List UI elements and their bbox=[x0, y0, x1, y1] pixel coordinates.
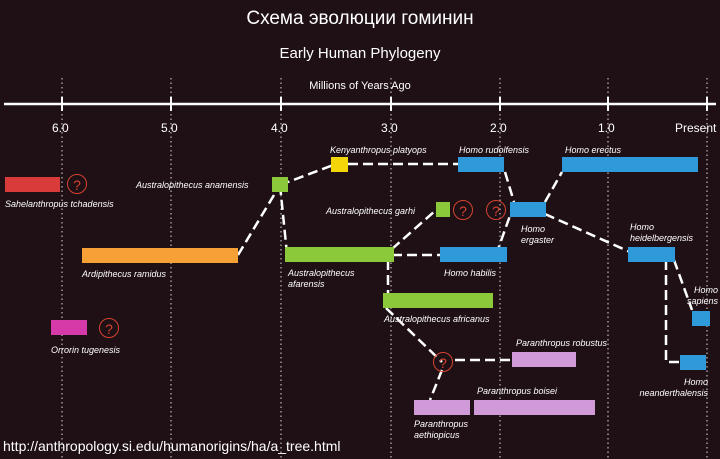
link-rudolfensis-ergaster bbox=[503, 171, 516, 203]
link-afarensis-garhi bbox=[391, 209, 437, 250]
tick-label-6: 6.0 bbox=[52, 121, 69, 135]
bar-p-aethiopicus bbox=[414, 400, 470, 415]
bar-sapiens bbox=[692, 311, 710, 326]
axis-title: Millions of Years Ago bbox=[309, 80, 411, 92]
link-ardipithecus-anamensis bbox=[236, 184, 282, 256]
label-erectus: Homo erectus bbox=[565, 145, 622, 155]
label-neanderthalensis: Homo neanderthalensis bbox=[639, 377, 708, 398]
link-africanus-unknown bbox=[385, 307, 443, 363]
tick-label-4: 4.0 bbox=[271, 121, 288, 135]
bar-orrorin bbox=[51, 320, 87, 335]
bar-p-boisei bbox=[474, 400, 595, 415]
source-url: http://anthropology.si.edu/humanorigins/… bbox=[3, 438, 341, 454]
label-p-robustus: Paranthropus robustus bbox=[516, 338, 608, 348]
label-sahelanthropus: Sahelanthropus tchadensis bbox=[5, 199, 114, 209]
bar-anamensis bbox=[272, 177, 288, 192]
label-afarensis: Australopithecus afarensis bbox=[288, 268, 355, 289]
bar-erectus bbox=[562, 157, 698, 172]
label-p-boisei: Paranthropus boisei bbox=[477, 386, 558, 396]
bar-africanus bbox=[383, 293, 493, 308]
bar-p-robustus bbox=[512, 352, 576, 367]
label-kenyanthropus: Kenyanthropus platyops bbox=[330, 145, 427, 155]
link-anamensis-kenyanthropus bbox=[279, 162, 337, 187]
label-ardipithecus: Ardipithecus ramidus bbox=[82, 269, 167, 279]
unknown-marker-garhi: ? bbox=[453, 200, 473, 220]
label-p-aethiopicus: Paranthropus aethiopicus bbox=[414, 419, 469, 440]
tick-label-1: 1.0 bbox=[598, 121, 615, 135]
link-unknown-aethiopicus bbox=[428, 369, 444, 401]
link-heidelbergensis-neanderthalensis bbox=[664, 260, 680, 364]
bar-kenyanthropus bbox=[331, 157, 348, 172]
bar-ergaster bbox=[510, 202, 546, 217]
subtitle: Early Human Phylogeny bbox=[279, 45, 441, 62]
label-orrorin: Orrorin tugenesis bbox=[51, 345, 121, 355]
bar-habilis bbox=[440, 247, 507, 262]
bar-ardipithecus bbox=[82, 248, 238, 263]
bar-garhi bbox=[436, 202, 450, 217]
label-heidelbergensis: Homo heidelbergensis bbox=[630, 222, 694, 243]
link-anamensis-afarensis bbox=[278, 184, 289, 255]
unknown-marker-orrorin: ? bbox=[99, 318, 119, 338]
label-sapiens: Homo sapiens bbox=[686, 285, 718, 306]
tick-label-2: 2.0 bbox=[490, 121, 507, 135]
label-africanus: Australopithecus africanus bbox=[384, 314, 490, 324]
bar-sahelanthropus bbox=[5, 177, 60, 192]
main-title: Схема эволюции гоминин bbox=[246, 8, 474, 29]
unknown-marker-ergaster: ? bbox=[486, 200, 506, 220]
tick-label-present: Present bbox=[675, 121, 717, 135]
link-ergaster-erectus bbox=[543, 171, 564, 203]
unknown-marker-sahelanthropus: ? bbox=[67, 174, 87, 194]
label-ergaster: Homo ergaster bbox=[521, 224, 555, 245]
label-garhi: Australopithecus garhi bbox=[326, 206, 416, 216]
tick-label-5: 5.0 bbox=[161, 121, 178, 135]
label-habilis: Homo habilis bbox=[444, 268, 497, 278]
link-ergaster-heidelbergensis bbox=[544, 212, 631, 254]
label-anamensis: Australopithecus anamensis bbox=[136, 180, 249, 190]
bar-rudolfensis bbox=[458, 157, 504, 172]
bar-neanderthalensis bbox=[680, 355, 706, 370]
tick-label-3: 3.0 bbox=[381, 121, 398, 135]
unknown-marker-paranthropus: ? bbox=[433, 352, 453, 372]
bar-heidelbergensis bbox=[628, 247, 675, 262]
link-heidelbergensis-sapiens bbox=[672, 259, 694, 311]
bar-afarensis bbox=[285, 247, 394, 262]
label-rudolfensis: Homo rudolfensis bbox=[459, 145, 530, 155]
